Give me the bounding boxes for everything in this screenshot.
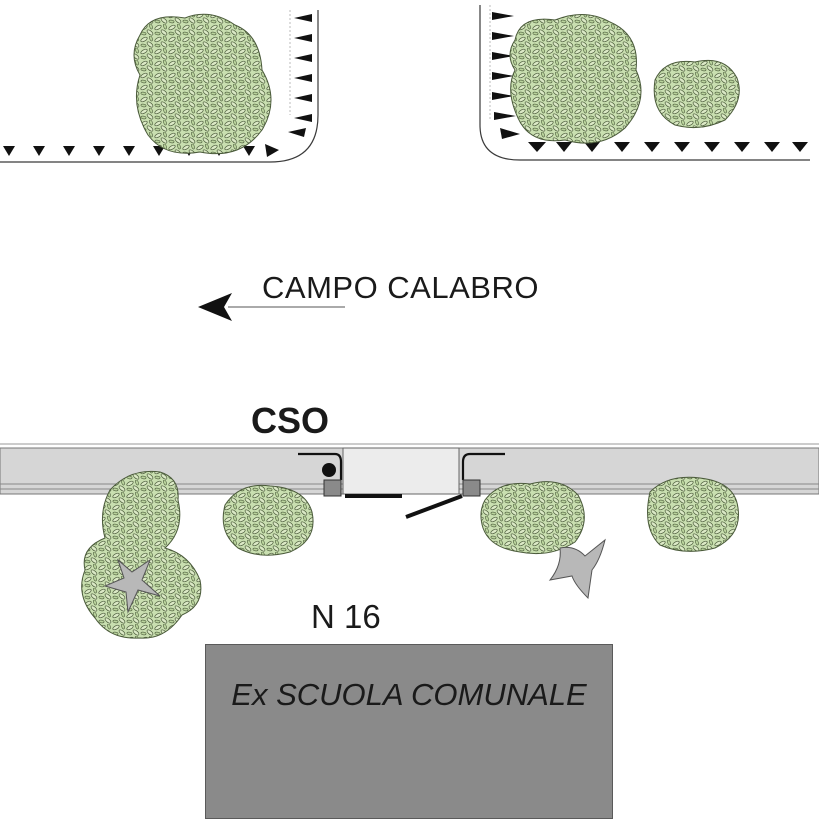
tree-icon — [647, 476, 740, 552]
stump-icon — [103, 558, 161, 614]
block-top-left — [0, 10, 319, 163]
trees-bottom — [81, 470, 740, 639]
tree-icon — [133, 13, 272, 155]
building-label: Ex SCUOLA COMUNALE — [231, 677, 587, 712]
hedge-icon — [3, 14, 312, 157]
station-shelter-icon — [298, 447, 505, 519]
tree-icon — [222, 484, 314, 556]
direction-arrow-icon — [198, 293, 345, 321]
tree-icon — [653, 59, 740, 129]
civic-number-label: N 16 — [311, 598, 381, 635]
direction-label: CAMPO CALABRO — [262, 270, 539, 305]
tree-icon — [81, 470, 202, 639]
stump-icon — [548, 538, 606, 600]
tree-icon — [480, 481, 585, 555]
hedge-icon — [492, 12, 808, 152]
station-label: CSO — [251, 400, 330, 441]
tree-icon — [509, 14, 642, 144]
block-top-right — [479, 5, 810, 161]
school-building: Ex SCUOLA COMUNALE — [205, 644, 613, 819]
